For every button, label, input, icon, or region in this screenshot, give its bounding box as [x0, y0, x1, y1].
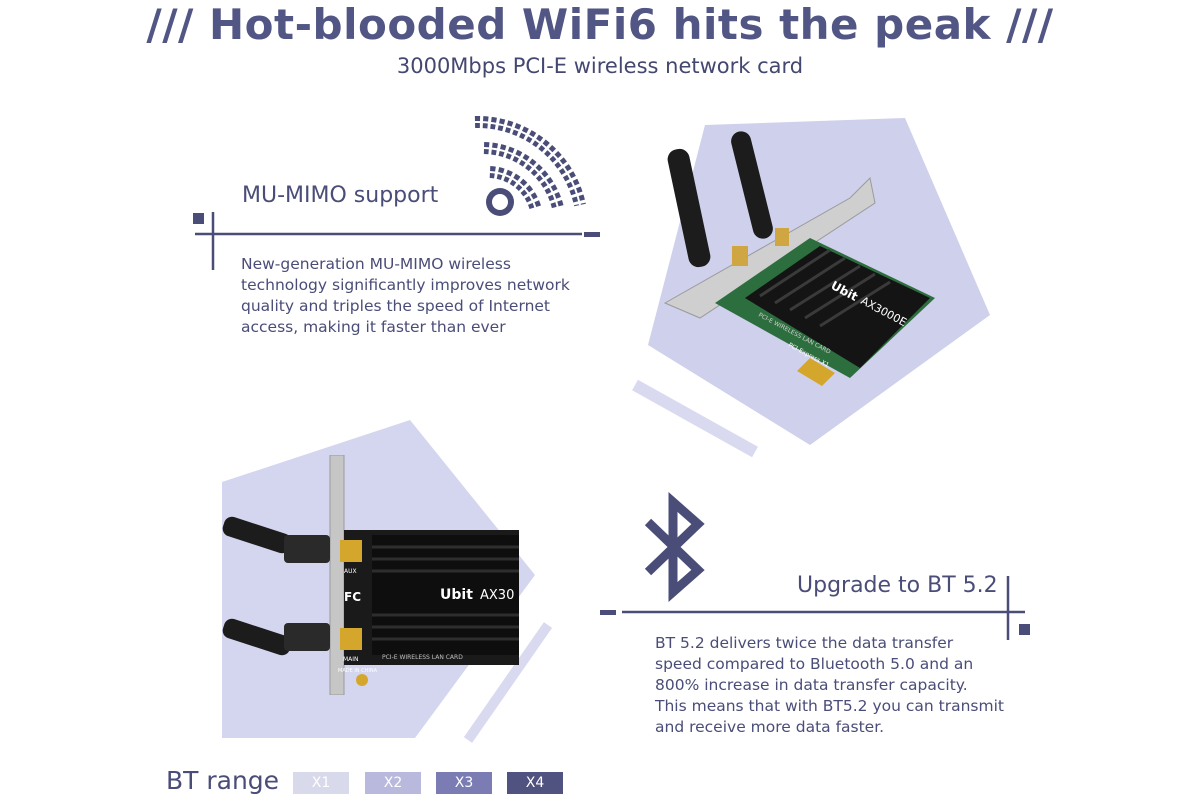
- mumimo-line: New-generation MU-MIMO wireless: [241, 255, 511, 273]
- mumimo-line: access, making it faster than ever: [241, 318, 506, 336]
- main-label: MAIN: [343, 656, 359, 663]
- dash-mumimo: [584, 232, 600, 237]
- diagonal-bar-bottom: [463, 622, 553, 743]
- bt-range-x4: X4: [507, 772, 563, 794]
- mumimo-heading: MU-MIMO support: [242, 183, 439, 208]
- board-label-front: PCI-E WIRELESS LAN CARD: [382, 654, 463, 661]
- product-image-angled: Ubit AX3000E PCI-E WIRELESS LAN CARD PCI…: [663, 131, 935, 386]
- fc-mark: FC: [344, 590, 361, 604]
- model-label-front: AX30: [480, 588, 514, 603]
- bt-line: This means that with BT5.2 you can trans…: [655, 697, 1004, 715]
- wifi-icon: [474, 115, 586, 216]
- square-marker-right: [1019, 624, 1030, 635]
- bt-range-x1: X1: [293, 772, 349, 794]
- square-marker-left: [193, 213, 204, 224]
- bt-heading: Upgrade to BT 5.2: [797, 573, 998, 598]
- dash-bt: [600, 610, 616, 615]
- bt-range-x2: X2: [365, 772, 421, 794]
- bluetooth-icon: [644, 492, 705, 602]
- product-image-front: AUX MAIN FC MADE IN CHINA Ubit AX30 PCI-…: [222, 455, 519, 695]
- mumimo-line: quality and triples the speed of Interne…: [241, 297, 551, 315]
- bt-line: speed compared to Bluetooth 5.0 and an: [655, 655, 974, 673]
- bt-line: 800% increase in data transfer capacity.: [655, 676, 968, 694]
- bt-description: BT 5.2 delivers twice the data transfer …: [655, 633, 1035, 738]
- page-subtitle: 3000Mbps PCI-E wireless network card: [396, 54, 804, 78]
- mumimo-description: New-generation MU-MIMO wireless technolo…: [241, 254, 601, 338]
- bt-range-x3: X3: [436, 772, 492, 794]
- diagonal-bar-top: [632, 379, 758, 458]
- aux-label: AUX: [344, 568, 357, 575]
- page-title: /// Hot-blooded WiFi6 hits the peak ///: [146, 0, 1054, 49]
- bt-line: and receive more data faster.: [655, 718, 885, 736]
- brand-label-front: Ubit: [440, 587, 473, 603]
- made-in-label: MADE IN CHINA: [338, 668, 378, 674]
- mumimo-line: technology significantly improves networ…: [241, 276, 570, 294]
- bt-line: BT 5.2 delivers twice the data transfer: [655, 634, 954, 652]
- bt-range-label: BT range: [166, 766, 280, 795]
